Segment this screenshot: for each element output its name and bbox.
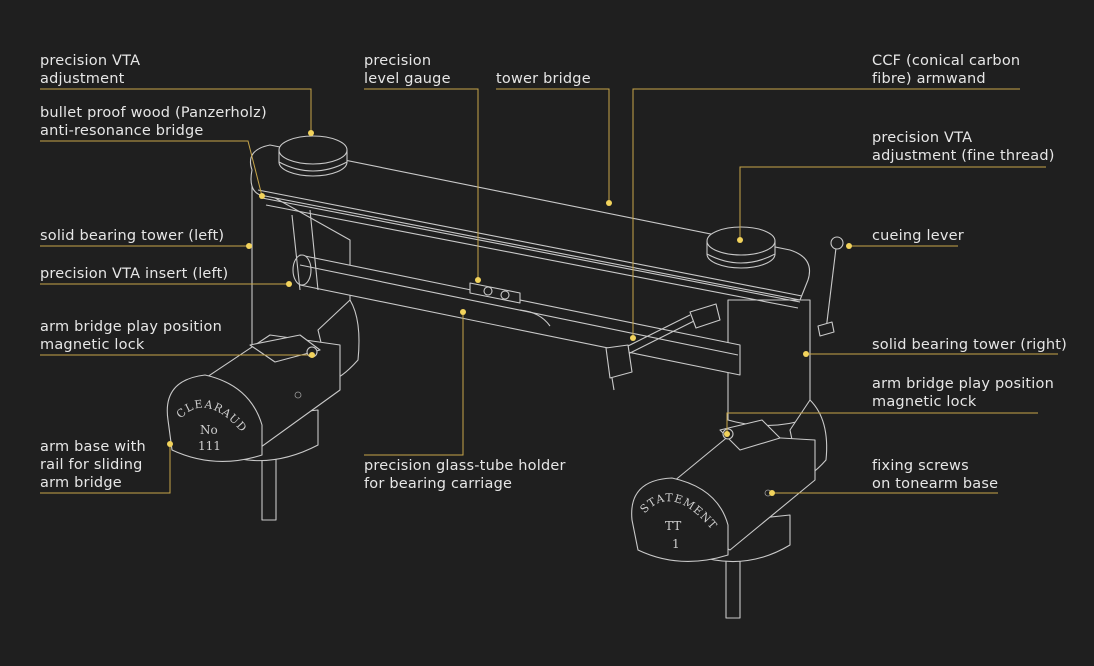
- label-vta-left: precision VTA adjustment: [40, 52, 140, 88]
- label-tower-right: solid bearing tower (right): [872, 336, 1067, 354]
- label-line: for bearing carriage: [364, 476, 513, 492]
- label-line: solid bearing tower (right): [872, 337, 1067, 353]
- label-line: bullet proof wood (Panzerholz): [40, 105, 267, 121]
- label-vta-insert: precision VTA insert (left): [40, 265, 228, 283]
- label-arm-base: arm base with rail for sliding arm bridg…: [40, 438, 146, 492]
- leader-lines: [40, 88, 1058, 494]
- label-magnet-right: arm bridge play position magnetic lock: [872, 375, 1054, 411]
- engraving-number-left: 111: [198, 439, 221, 453]
- right-base-post: [725, 559, 741, 619]
- tower-bridge-beam: [249, 144, 811, 301]
- label-vta-fine: precision VTA adjustment (fine thread): [872, 129, 1055, 165]
- engraving-tt-right: TT: [665, 519, 681, 533]
- label-wood-bridge: bullet proof wood (Panzerholz) anti-reso…: [40, 104, 267, 140]
- label-line: on tonearm base: [872, 476, 999, 492]
- label-line: rail for sliding: [40, 457, 143, 473]
- engraving-no-left: No: [200, 423, 218, 437]
- left-base-cap: [166, 374, 263, 462]
- right-base-cap: [631, 477, 729, 562]
- label-line: precision VTA insert (left): [40, 266, 229, 282]
- label-line: arm bridge: [40, 475, 122, 491]
- label-magnet-left: arm bridge play position magnetic lock: [40, 318, 222, 354]
- label-fixing-screws: fixing screws on tonearm base: [872, 457, 998, 493]
- label-tower-bridge: tower bridge: [496, 70, 591, 88]
- label-line: solid bearing tower (left): [40, 228, 225, 244]
- cueing-lever-knob: [830, 236, 844, 250]
- label-tower-left: solid bearing tower (left): [40, 227, 224, 245]
- label-level-gauge: precision level gauge: [364, 52, 451, 88]
- cartridge: [605, 344, 633, 379]
- glass-tube-end: [292, 254, 312, 286]
- bearing-carriage: [689, 303, 721, 329]
- label-armwand: CCF (conical carbon fibre) armwand: [872, 52, 1020, 88]
- leader-dots: [167, 130, 852, 496]
- label-line: magnetic lock: [872, 394, 977, 410]
- label-cueing-lever: cueing lever: [872, 227, 964, 245]
- label-line: precision: [364, 53, 432, 69]
- left-base-post: [261, 454, 277, 521]
- label-line: precision VTA: [40, 53, 141, 69]
- armwand: [619, 314, 691, 351]
- right-magnetic-lock: [719, 419, 781, 451]
- label-line: CCF (conical carbon: [872, 53, 1021, 69]
- cueing-lever: [825, 247, 837, 331]
- label-line: magnetic lock: [40, 337, 145, 353]
- label-line: adjustment (fine thread): [872, 148, 1055, 164]
- label-line: level gauge: [364, 71, 451, 87]
- label-line: fibre) armwand: [872, 71, 986, 87]
- label-line: adjustment: [40, 71, 125, 87]
- label-line: arm base with: [40, 439, 146, 455]
- label-line: precision glass-tube holder: [364, 458, 566, 474]
- engraving-number-right: 1: [672, 537, 680, 551]
- label-glass-tube: precision glass-tube holder for bearing …: [364, 457, 566, 493]
- label-line: precision VTA: [872, 130, 973, 146]
- label-line: cueing lever: [872, 228, 964, 244]
- label-line: fixing screws: [872, 458, 969, 474]
- vta-knob-left: [278, 135, 348, 165]
- label-line: arm bridge play position: [40, 319, 223, 335]
- label-line: tower bridge: [496, 71, 591, 87]
- label-line: arm bridge play position: [872, 376, 1055, 392]
- label-line: anti-resonance bridge: [40, 123, 204, 139]
